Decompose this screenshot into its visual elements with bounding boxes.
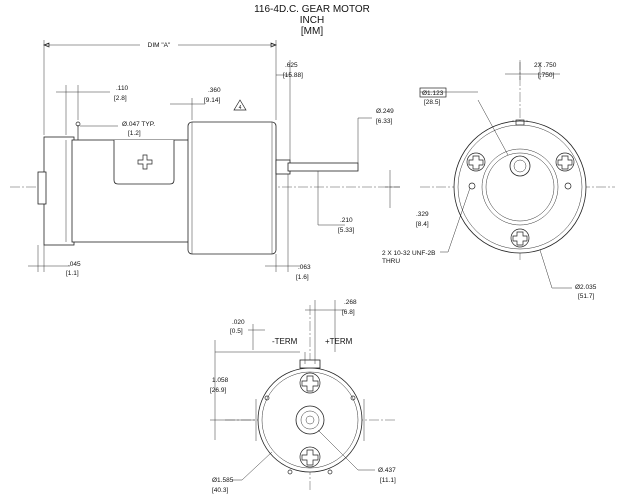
dim-1585-mm: [40.3] — [212, 487, 228, 494]
note-triangle-icon — [233, 99, 247, 111]
dim-437: Ø.437 — [378, 467, 396, 474]
dim-2035-mm: [51.7] — [578, 293, 594, 300]
note-marker: 4 — [239, 105, 242, 111]
dim-2035: Ø2.035 — [575, 284, 597, 291]
screw-icon — [299, 446, 321, 468]
dim-110: .110 — [116, 85, 129, 92]
dim-020-mm: [0.5] — [230, 328, 243, 335]
gearbox — [187, 121, 277, 255]
vent-hole-icon — [287, 469, 293, 475]
dim-210: .210 — [340, 217, 353, 224]
rear-end-cap — [43, 136, 75, 246]
dim-268: .268 — [344, 299, 357, 306]
dim-1123-mm: [28.5] — [424, 99, 440, 106]
dim-1585: Ø1.585 — [212, 477, 234, 484]
dim-020: .020 — [232, 319, 245, 326]
screw-icon — [510, 228, 530, 248]
dim-a-label: DIM "A" — [148, 42, 171, 49]
dim-063-mm: [1.6] — [296, 274, 309, 281]
mount-hole-icon — [468, 182, 476, 190]
title-block: 116-4D.C. GEAR MOTOR INCH [MM] — [254, 4, 370, 37]
dim-1058: 1.058 — [212, 377, 229, 384]
dim-1058-mm: [26.9] — [210, 387, 226, 394]
dim-2x750-mm: [.750] — [538, 72, 554, 79]
terminal-block — [299, 359, 321, 369]
dim-437-mm: [11.1] — [380, 477, 396, 484]
dim-360: .360 — [208, 87, 221, 94]
dim-110-mm: [2.8] — [114, 95, 127, 102]
screw-icon — [555, 152, 575, 172]
dim-045-mm: [1.1] — [66, 270, 79, 277]
dim-360-mm: [9.14] — [204, 97, 220, 104]
dim-625-mm: [15.88] — [283, 72, 303, 79]
holes-note-line-2: THRU — [382, 258, 400, 265]
pilot-circle — [481, 148, 559, 226]
vent-hole-icon — [264, 395, 270, 401]
plus-icon — [137, 154, 153, 170]
dim-047-mm: [1.2] — [128, 130, 141, 137]
neg-terminal-label: -TERM — [272, 337, 298, 346]
dim-268-mm: [6.8] — [342, 309, 355, 316]
screw-icon — [299, 372, 321, 394]
vent-hole-icon — [350, 395, 356, 401]
dim-249: Ø.249 — [376, 108, 394, 115]
vent-hole-icon — [327, 469, 333, 475]
side-view: DIM "A" .110 [2.8] Ø.047 TYP. [1.2] .360… — [10, 40, 429, 281]
dim-063: .063 — [298, 264, 311, 271]
title-line-1: 116-4D.C. GEAR MOTOR — [254, 4, 370, 15]
screw-icon — [466, 152, 486, 172]
dim-249-mm: [6.33] — [376, 118, 392, 125]
rear-view: .268 [6.8] .020 [0.5] -TERM +TERM 1.058 … — [210, 299, 396, 494]
dim-329: .329 — [416, 211, 429, 218]
dim-1123: Ø1.123 — [422, 90, 444, 97]
rear-bearing — [295, 405, 325, 435]
dim-047: Ø.047 TYP. — [122, 121, 155, 128]
dim-2x750: 2X .750 — [534, 62, 557, 69]
rear-bearing-boss — [37, 171, 47, 205]
dim-329-mm: [8.4] — [416, 221, 429, 228]
dim-625: .625 — [285, 62, 298, 69]
front-view: 2X .750 [.750] Ø1.123 [28.5] 2 X 10-32 U… — [382, 60, 615, 300]
dim-045: .045 — [68, 261, 81, 268]
output-shaft — [287, 162, 359, 172]
dim-210-mm: [5.33] — [338, 227, 354, 234]
title-line-2: INCH — [300, 15, 324, 26]
gearbox-outline — [453, 120, 587, 254]
pos-terminal-label: +TERM — [325, 337, 353, 346]
terminal-housing — [113, 140, 175, 185]
output-boss — [509, 155, 531, 177]
mount-hole-icon — [564, 182, 572, 190]
title-line-3: [MM] — [301, 26, 323, 37]
holes-note-line-1: 2 X 10-32 UNF-2B — [382, 250, 435, 257]
